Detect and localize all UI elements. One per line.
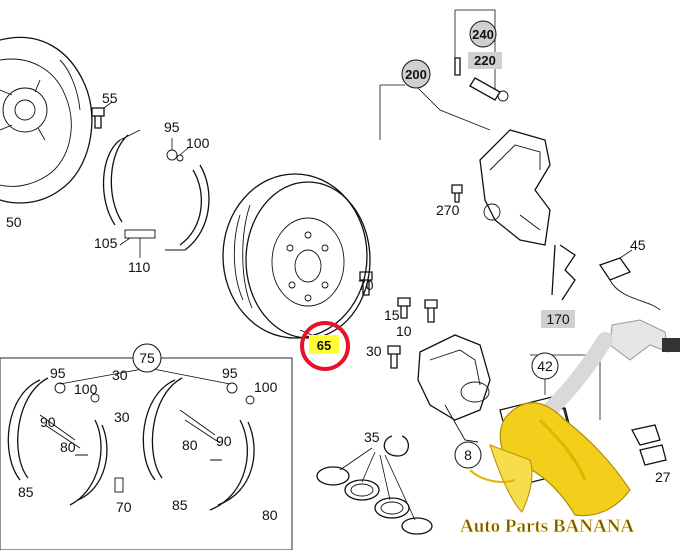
callout-85-box-right[interactable]: 85 bbox=[172, 497, 188, 513]
bolts-70-15-10-drawing bbox=[359, 271, 438, 323]
caliper-upper-drawing bbox=[379, 9, 551, 246]
callout-30-box-b[interactable]: 30 bbox=[114, 409, 130, 425]
callout-170-text: 170 bbox=[546, 311, 570, 327]
callout-90-box-left[interactable]: 90 bbox=[40, 414, 56, 430]
callout-42-text: 42 bbox=[537, 358, 553, 374]
callout-50[interactable]: 50 bbox=[6, 214, 22, 230]
backing-plate-drawing bbox=[0, 36, 93, 204]
callout-75[interactable]: 75 bbox=[132, 343, 162, 373]
callout-170[interactable]: 170 bbox=[541, 310, 575, 328]
callout-240-text: 240 bbox=[472, 27, 494, 42]
clips-27-drawing bbox=[631, 424, 667, 466]
callout-105[interactable]: 105 bbox=[94, 235, 118, 251]
bolt-30-caliper-drawing bbox=[387, 345, 401, 369]
bolt-55-drawing bbox=[91, 101, 113, 129]
callout-70-disc[interactable]: 70 bbox=[358, 277, 374, 293]
watermark-brand-text: Auto Parts BANANA bbox=[460, 516, 634, 537]
callout-45[interactable]: 45 bbox=[630, 237, 646, 253]
callout-200[interactable]: 200 bbox=[401, 59, 431, 89]
parking-shoe-drawing bbox=[102, 129, 210, 258]
callout-80-box-left[interactable]: 80 bbox=[60, 439, 76, 455]
callout-110[interactable]: 110 bbox=[128, 259, 151, 275]
callout-75-text: 75 bbox=[139, 350, 155, 366]
callout-95-box-right[interactable]: 95 bbox=[222, 365, 238, 381]
callout-220-text: 220 bbox=[474, 53, 496, 68]
seal-kit-drawing bbox=[316, 435, 433, 535]
callout-10[interactable]: 10 bbox=[396, 323, 412, 339]
callout-100-shoe[interactable]: 100 bbox=[186, 135, 210, 151]
watermark-logo: Auto Parts BANANA bbox=[460, 319, 680, 537]
callout-65-highlight[interactable]: 65 bbox=[300, 321, 350, 371]
callout-35[interactable]: 35 bbox=[364, 429, 380, 445]
callout-27[interactable]: 27 bbox=[655, 469, 671, 485]
callout-80-box-right-b[interactable]: 80 bbox=[262, 507, 278, 523]
callout-100-box-left[interactable]: 100 bbox=[74, 381, 98, 397]
callout-65-text: 65 bbox=[317, 338, 331, 353]
caliper-carrier-drawing bbox=[417, 334, 491, 443]
retainer-spring-drawing bbox=[551, 244, 576, 301]
callout-8-text: 8 bbox=[464, 447, 472, 463]
control-arm-icon bbox=[609, 319, 669, 361]
callout-220[interactable]: 220 bbox=[468, 52, 502, 69]
callout-70-box[interactable]: 70 bbox=[116, 499, 132, 515]
callout-80-box-right-a[interactable]: 80 bbox=[182, 437, 198, 453]
callout-35-text: 35 bbox=[364, 429, 380, 445]
wear-sensor-drawing bbox=[598, 249, 661, 311]
box-75 bbox=[0, 357, 293, 550]
callout-42[interactable]: 42 bbox=[531, 352, 559, 380]
callout-95-box-left[interactable]: 95 bbox=[50, 365, 66, 381]
callout-15[interactable]: 15 bbox=[384, 307, 400, 323]
callout-270[interactable]: 270 bbox=[436, 202, 460, 218]
callout-95-shoe[interactable]: 95 bbox=[164, 119, 180, 135]
callout-200-text: 200 bbox=[405, 67, 427, 82]
callout-240[interactable]: 240 bbox=[469, 20, 497, 48]
callout-30-box-a[interactable]: 30 bbox=[112, 367, 128, 383]
callout-85-box-left[interactable]: 85 bbox=[18, 484, 34, 500]
callout-90-box-right[interactable]: 90 bbox=[216, 433, 232, 449]
callout-8[interactable]: 8 bbox=[454, 441, 482, 469]
callout-30-caliper[interactable]: 30 bbox=[366, 343, 382, 359]
callout-100-box-right[interactable]: 100 bbox=[254, 379, 278, 395]
brake-disc-drawing bbox=[222, 173, 371, 339]
callout-55[interactable]: 55 bbox=[102, 90, 118, 106]
